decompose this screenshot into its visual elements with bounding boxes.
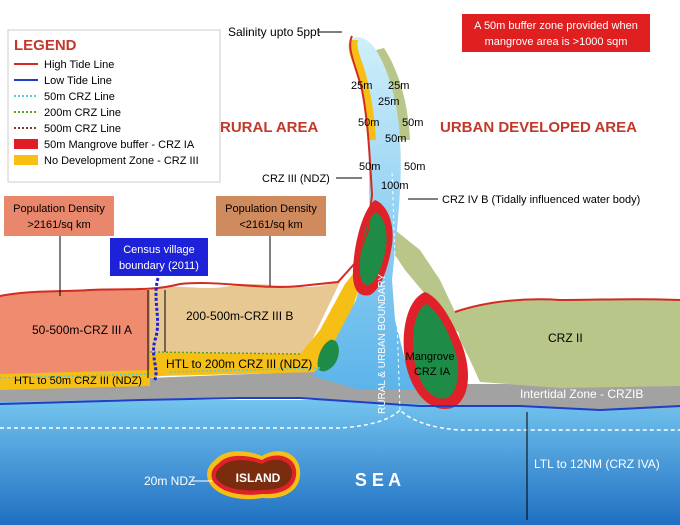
intertidal-label: Intertidal Zone - CRZIB	[520, 387, 643, 401]
note-box	[462, 14, 650, 52]
legend-swatch-5	[14, 139, 38, 149]
rural-urban-boundary-label: RURAL & URBAN BOUNDARY	[377, 274, 388, 414]
mangrove-upper	[359, 212, 387, 286]
high-tide-line	[0, 35, 680, 313]
urban-area-label: URBAN DEVELOPED AREA	[440, 119, 637, 136]
census-line-2: boundary (2011)	[119, 260, 199, 272]
legend-label-4: 500m CRZ Line	[44, 123, 121, 135]
m25-right: 25m	[388, 80, 409, 92]
m50-left-1: 50m	[358, 117, 379, 129]
legend-swatch-6	[14, 155, 38, 165]
crz-200m-line	[149, 351, 301, 355]
salinity-label: Salinity upto 5ppt	[228, 25, 321, 39]
sea-boundary-line	[0, 408, 680, 431]
population-high-title: Population Density	[13, 203, 105, 215]
census-boundary-line	[152, 277, 160, 383]
legend-label-3: 200m CRZ Line	[44, 107, 121, 119]
legend-box	[7, 29, 221, 183]
population-box-low	[216, 196, 326, 236]
rural-area-label: RURAL AREA	[220, 119, 319, 136]
note-line-2: mangrove area is >1000 sqm	[485, 36, 628, 48]
htl-50-label: HTL to 50m CRZ III (NDZ)	[14, 375, 142, 387]
legend-label-0: High Tide Line	[44, 59, 114, 71]
m50-right-1: 50m	[402, 117, 423, 129]
island-label: ISLAND	[236, 471, 281, 485]
legend-label-5: 50m Mangrove buffer - CRZ IA	[44, 139, 195, 151]
crz-iii-ndz-label: CRZ III (NDZ)	[262, 173, 330, 185]
legend-label-1: Low Tide Line	[44, 75, 112, 87]
legend-label-2: 50m CRZ Line	[44, 91, 115, 103]
legend-title: LEGEND	[14, 37, 77, 54]
legend-label-6: No Development Zone - CRZ III	[44, 155, 199, 167]
rural-urban-boundary-line	[391, 169, 401, 411]
census-box	[110, 238, 208, 276]
sea-label: S E A	[355, 470, 401, 490]
m50-center: 50m	[385, 133, 406, 145]
population-low-value: <2161/sq km	[239, 219, 302, 231]
crz-iii-b-area	[150, 282, 340, 354]
river-bank-right	[376, 48, 410, 140]
island-land	[215, 459, 293, 491]
mangrove-label-1: Mangrove	[406, 351, 455, 363]
htl-200-label: HTL to 200m CRZ III (NDZ)	[166, 357, 312, 371]
crz-iv-b-label: CRZ IV B (Tidally influenced water body)	[442, 194, 640, 206]
measure-arrows	[59, 236, 528, 520]
population-low-title: Population Density	[225, 203, 317, 215]
m50-right-2: 50m	[404, 161, 425, 173]
crz-iii-a-label: 50-500m-CRZ III A	[32, 323, 132, 337]
m100: 100m	[381, 180, 409, 192]
crz-iii-a-area	[0, 289, 150, 384]
ndz-20-label: 20m NDZ	[144, 474, 195, 488]
population-box-high	[4, 196, 114, 236]
census-line-1: Census village	[123, 244, 195, 256]
urban-river-bank	[395, 230, 470, 340]
mangrove-label-2: CRZ IA	[414, 366, 451, 378]
ndz-200-area	[150, 230, 372, 378]
river-channel	[312, 37, 420, 391]
m25-left: 25m	[351, 80, 372, 92]
crz-50m-line	[0, 367, 321, 379]
sea	[0, 400, 680, 525]
population-high-value: >2161/sq km	[27, 219, 90, 231]
note-line-1: A 50m buffer zone provided when	[474, 20, 638, 32]
crz-ii-label: CRZ II	[548, 331, 583, 345]
mangrove-small	[317, 339, 339, 372]
m25-center: 25m	[378, 96, 399, 108]
low-tide-line	[0, 397, 680, 412]
mangrove-lower	[412, 304, 459, 399]
intertidal-zone	[0, 372, 680, 410]
ltl-label: LTL to 12NM (CRZ IVA)	[534, 457, 660, 471]
m50-left-2: 50m	[359, 161, 380, 173]
crz-ii-area	[455, 299, 680, 388]
crz-iii-b-label: 200-500m-CRZ III B	[186, 309, 293, 323]
